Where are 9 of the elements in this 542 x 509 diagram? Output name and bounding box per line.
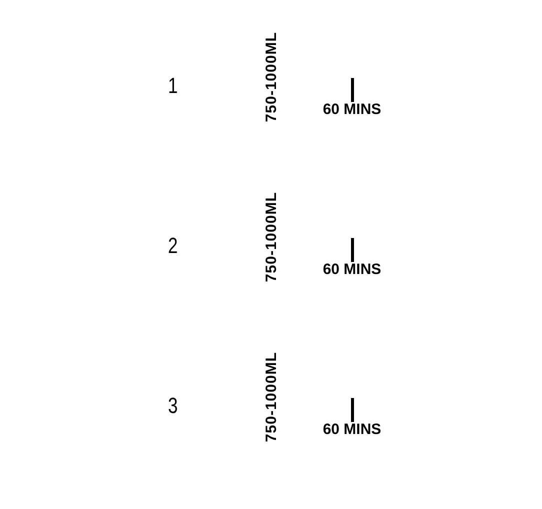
step-number: 3 xyxy=(168,394,178,418)
step-number: 1 xyxy=(168,74,178,98)
duration-label: 60 MINS xyxy=(322,262,382,278)
duration-label: 60 MINS xyxy=(322,102,382,118)
duration-label: 60 MINS xyxy=(322,422,382,438)
volume-label: 750-1000ML xyxy=(263,352,280,442)
volume-label: 750-1000ML xyxy=(263,32,280,122)
volume-label: 750-1000ML xyxy=(263,192,280,282)
step-number: 2 xyxy=(168,234,178,258)
